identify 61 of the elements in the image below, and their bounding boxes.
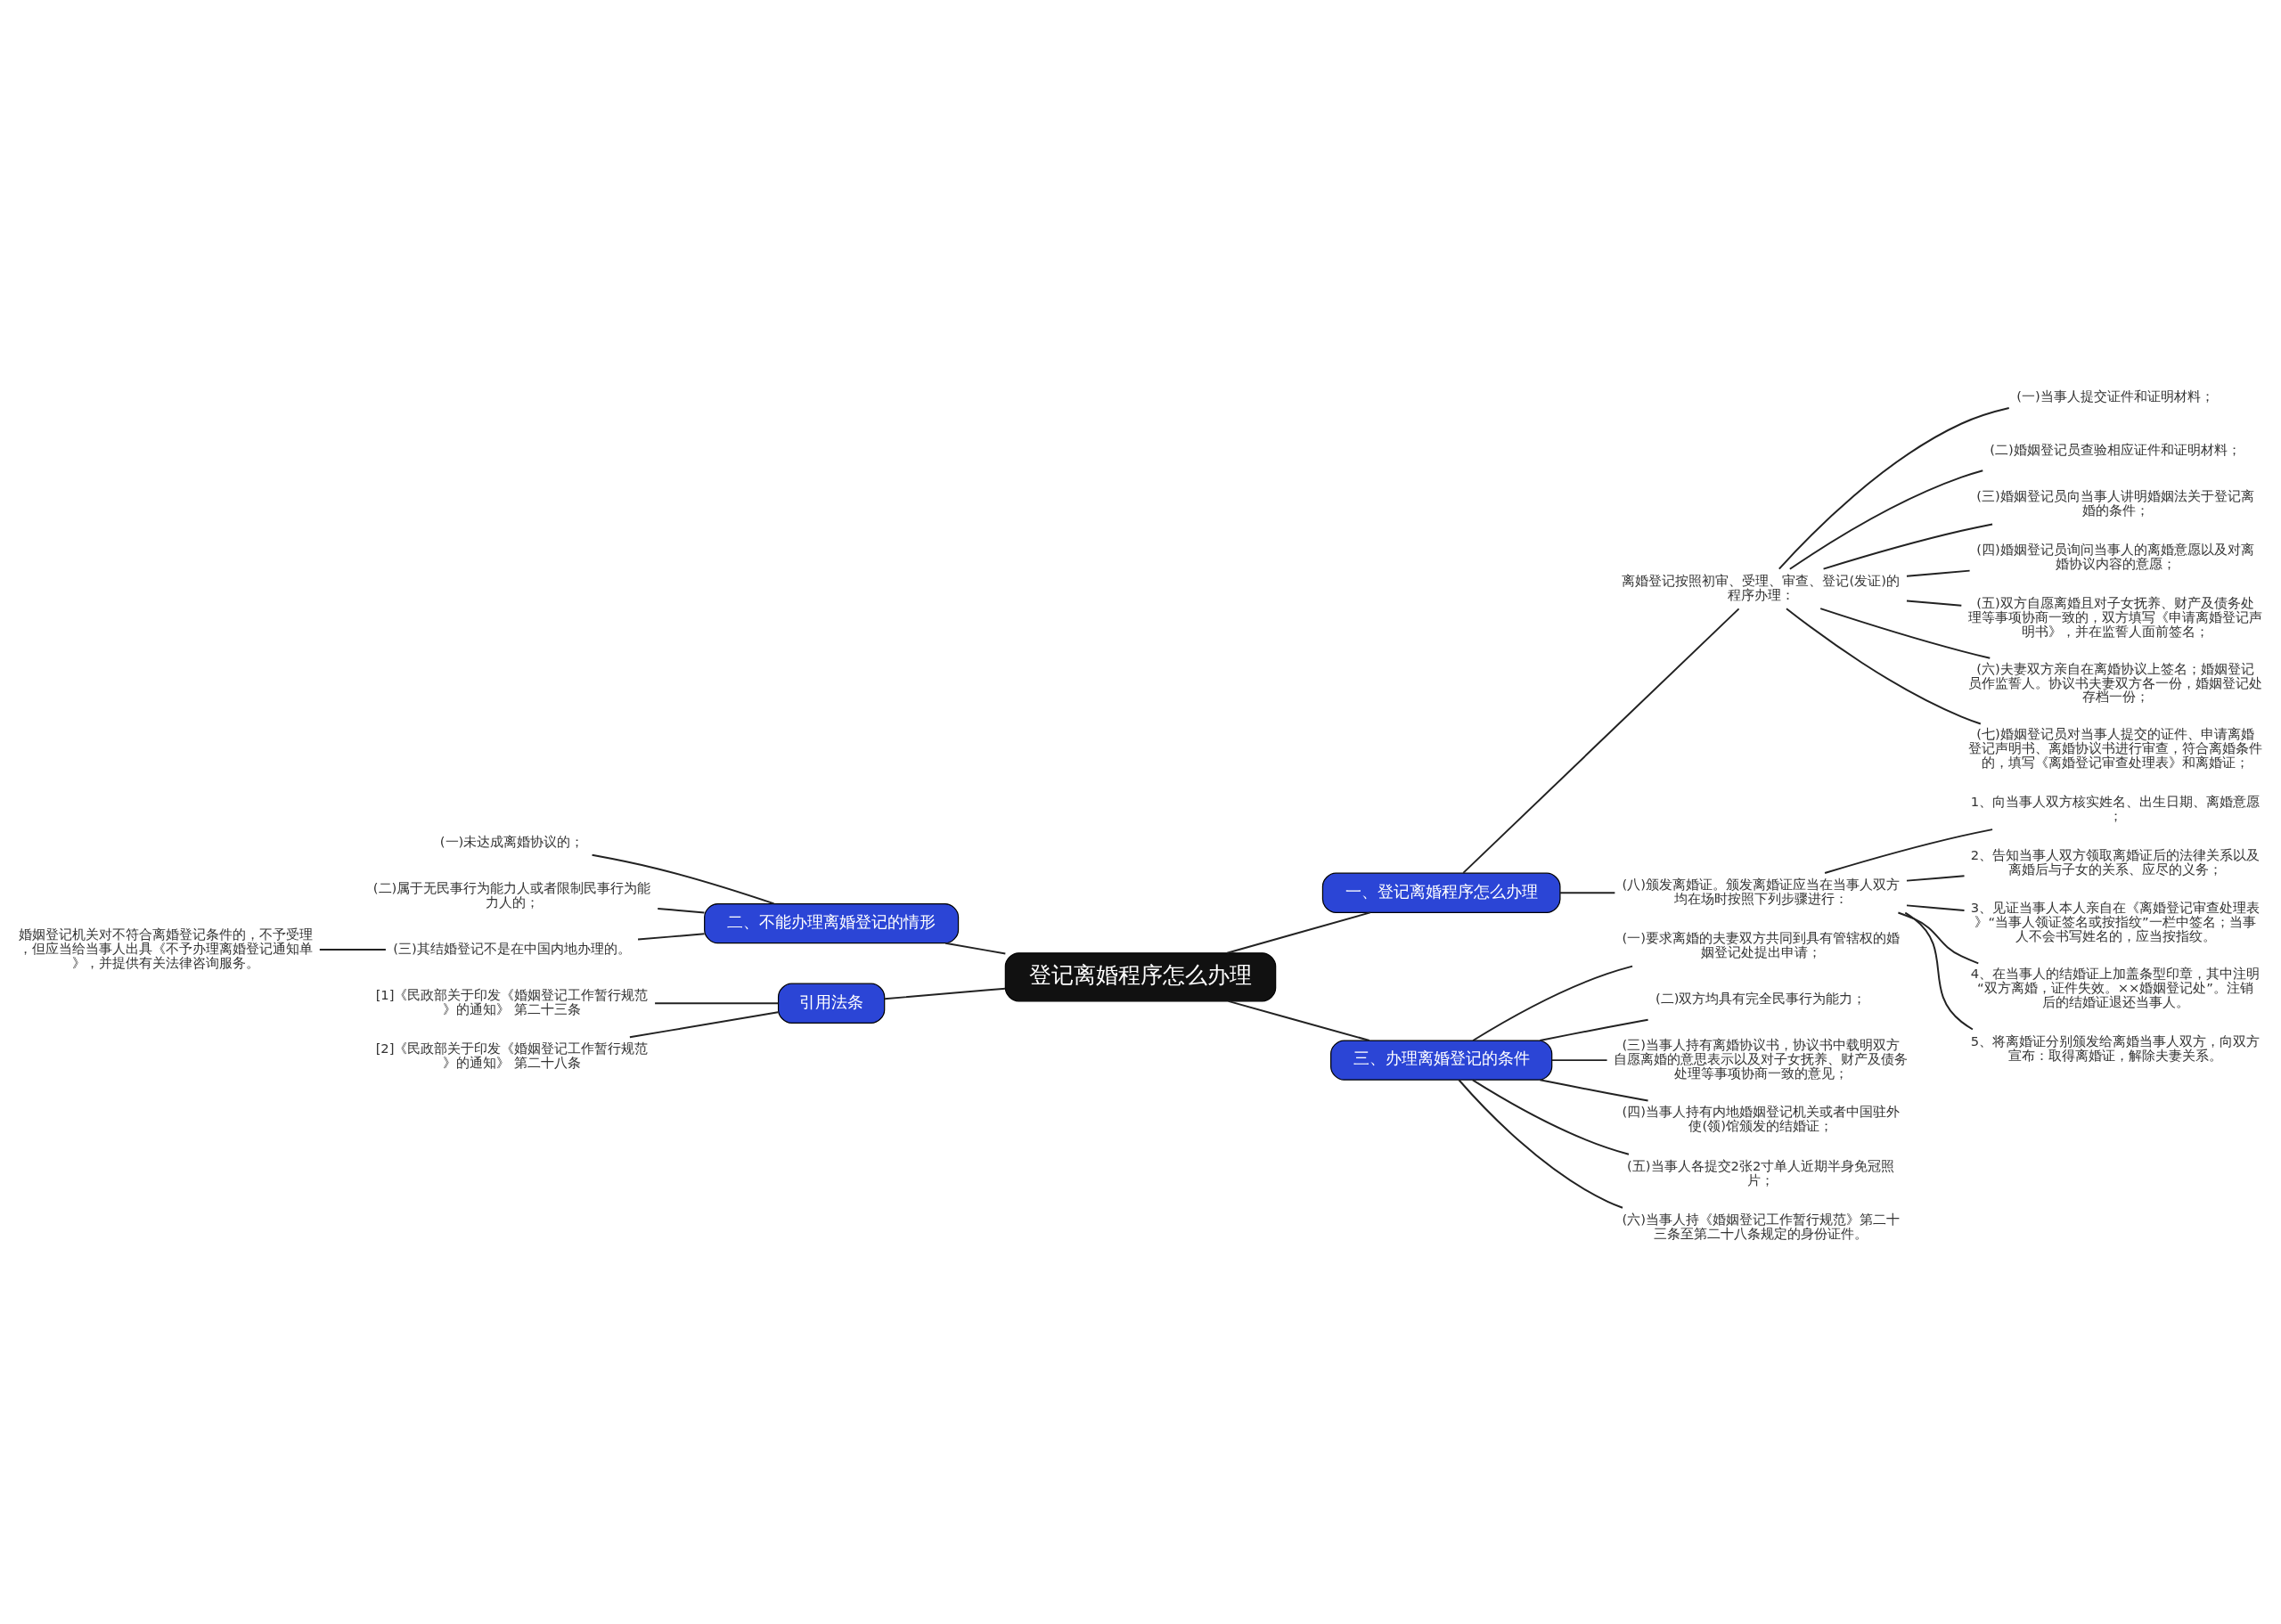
- node-text: (二)婚姻登记员查验相应证件和证明材料；: [1990, 441, 2241, 457]
- connector: [1458, 1078, 1623, 1209]
- node-text: 5、将离婚证分别颁发给离婚当事人双方，向双方宣布：取得离婚证，解除夫妻关系。: [1970, 1032, 2261, 1063]
- node-text: (三)当事人持有离婚协议书，协议书中载明双方自愿离婚的意思表示以及对子女抚养、财产及债务处理等事项协商一致的意见；: [1614, 1036, 1909, 1081]
- connector: [657, 907, 706, 913]
- connector: [1539, 1078, 1649, 1101]
- connector: [1904, 911, 1974, 1030]
- node-box: 引用法条: [777, 983, 886, 1024]
- node-text: (一)要求离婚的夫妻双方共同到具有管辖权的婚姻登记处提出申请；: [1622, 929, 1900, 959]
- connector: [1550, 1058, 1608, 1061]
- connector: [1559, 891, 1616, 894]
- node-text: 4、在当事人的结婚证上加盖条型印章，其中注明“双方离婚，证件失效。××婚姻登记处”。注销后的结婚证退还当事人。: [1970, 965, 2261, 1009]
- node-text: 2、告知当事人双方领取离婚证后的法律关系以及离婚后与子女的关系、应尽的义务；: [1970, 846, 2261, 877]
- node-text: (三)其结婚登记不是在中国内地办理的。: [393, 940, 631, 956]
- connector: [1539, 1018, 1649, 1041]
- node-text: (二)属于无民事行为能力人或者限制民事行为能力人的；: [372, 879, 651, 910]
- connector: [591, 853, 775, 904]
- connector: [628, 1010, 780, 1038]
- connector: [1227, 1000, 1370, 1041]
- connector: [318, 948, 387, 951]
- node-text: (六)夫妻双方亲自在离婚协议上签名；婚姻登记员作监誓人。协议书夫妻双方各一份，婚姻登记处存档一份；: [1968, 660, 2263, 704]
- connector: [1824, 828, 1994, 874]
- connector: [1906, 600, 1963, 607]
- connector: [883, 987, 1007, 1000]
- node-text: (四)婚姻登记员询问当事人的离婚意愿以及对离婚协议内容的意愿；: [1976, 541, 2254, 571]
- node-text: (二)双方均具有完全民事行为能力；: [1655, 990, 1867, 1006]
- node-text: (七)婚姻登记员对当事人提交的证件、申请离婚登记声明书、离婚协议书进行审查，符合离婚条件的，填写《离婚登记审查处理表》和离婚证；: [1968, 725, 2263, 770]
- connector: [1906, 874, 1966, 882]
- node-text: (三)婚姻登记员向当事人讲明婚姻法关于登记离婚的条件；: [1976, 487, 2254, 518]
- node-text: 离婚登记按照初审、受理、审查、登记(发证)的程序办理：: [1622, 572, 1900, 602]
- node-text: (五)双方自愿离婚且对子女抚养、财产及债务处理等事项协商一致的，双方填写《申请离婚登记声明书》，并在监誓人面前签名；: [1968, 594, 2263, 639]
- connector: [944, 942, 1007, 954]
- node-text: (五)当事人各提交2张2寸单人近期半身免冠照片；: [1627, 1157, 1895, 1187]
- connector: [1226, 910, 1371, 954]
- connector: [1788, 469, 1984, 570]
- node-text: (一)当事人提交证件和证明材料；: [2016, 388, 2214, 404]
- node-text: 1、向当事人双方核实姓名、出生日期、离婚意愿；: [1970, 793, 2261, 823]
- connector: [1462, 607, 1740, 874]
- node-box: 三、办理离婚登记的条件: [1330, 1039, 1553, 1081]
- connector: [1906, 569, 1971, 577]
- node-text: 婚姻登记机关对不符合离婚登记条件的，不予受理，但应当给当事人出具《不予办理离婚登记通知单》，并提供有关法律咨询服务。: [18, 926, 313, 970]
- connector: [1786, 607, 1982, 724]
- node-text: [2]《民政部关于印发《婚姻登记工作暂行规范》的通知》 第二十八条: [375, 1040, 649, 1070]
- node-text: (八)颁发离婚证。颁发离婚证应当在当事人双方均在场时按照下列步骤进行：: [1622, 876, 1900, 906]
- node-box: 二、不能办理离婚登记的情形: [704, 902, 960, 943]
- node-box: 一、登记离婚程序怎么办理: [1321, 872, 1561, 913]
- node-text: 3、见证当事人本人亲自在《离婚登记审查处理表》“当事人领证签名或按指纹”一栏中签名；当事人不会书写姓名的，应当按指纹。: [1970, 899, 2261, 943]
- connector: [1471, 1078, 1630, 1155]
- connector: [1472, 965, 1634, 1041]
- node-text: (六)当事人持《婚姻登记工作暂行规范》第二十三条至第二十八条规定的身份证件。: [1622, 1211, 1900, 1241]
- connector: [1819, 607, 1991, 659]
- node-text: (四)当事人持有内地婚姻登记机关或者中国驻外使(领)馆颁发的结婚证；: [1622, 1103, 1900, 1133]
- connector: [654, 1001, 780, 1004]
- connector: [1897, 911, 1980, 964]
- node-box: 登记离婚程序怎么办理: [1004, 951, 1277, 1001]
- connector: [1822, 523, 1994, 570]
- connector: [1906, 903, 1966, 911]
- node-text: (一)未达成离婚协议的；: [439, 833, 585, 849]
- node-text: [1]《民政部关于印发《婚姻登记工作暂行规范》的通知》 第二十三条: [375, 986, 649, 1016]
- connector: [637, 932, 706, 940]
- connector: [1778, 406, 2010, 570]
